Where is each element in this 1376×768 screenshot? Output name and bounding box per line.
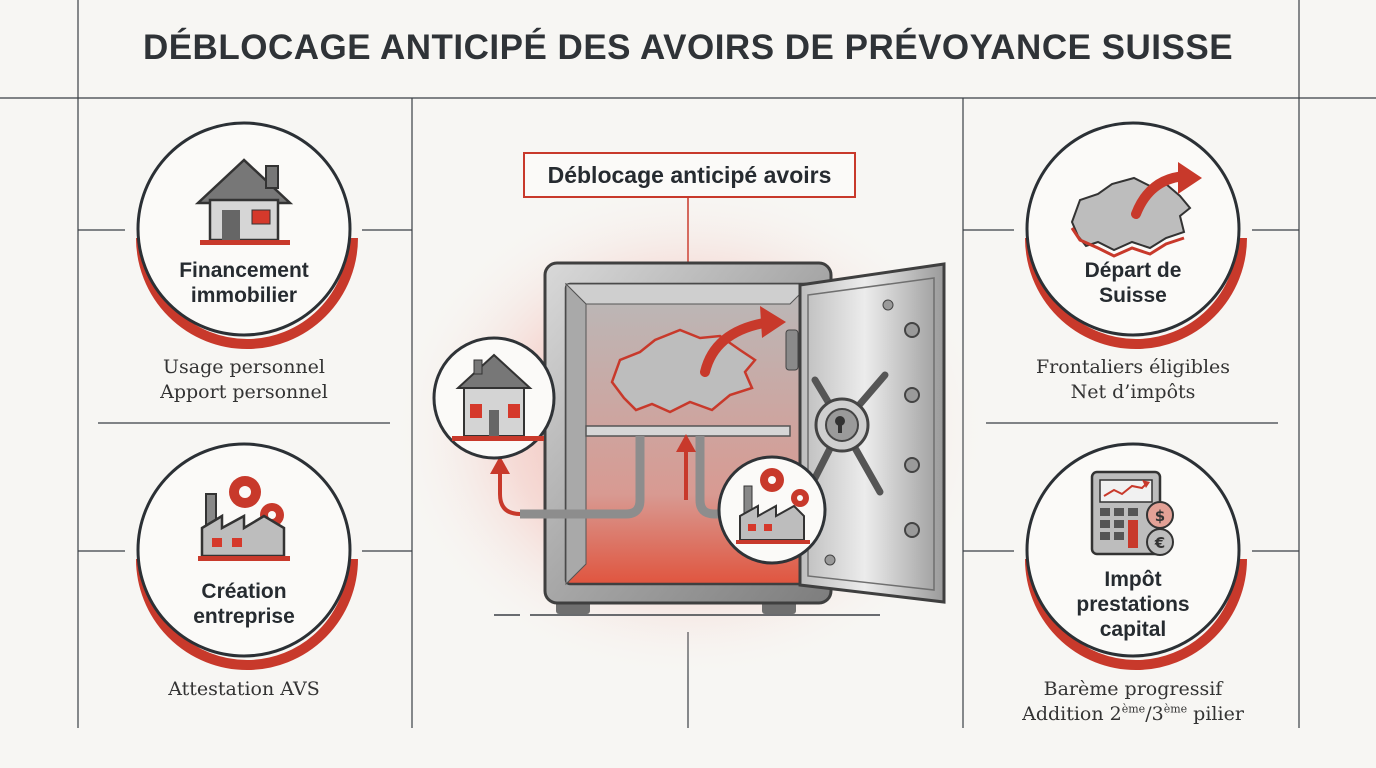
creation-title-line2: entreprise bbox=[193, 605, 295, 628]
impot-desc-suffix: pilier bbox=[1187, 703, 1244, 725]
depart-desc-line1: Frontaliers éligibles bbox=[1035, 356, 1231, 378]
page-title: DÉBLOCAGE ANTICIPÉ DES AVOIRS DE PRÉVOYA… bbox=[142, 28, 1234, 67]
impot-title-line1: Impôt bbox=[1104, 568, 1162, 591]
impot-title: Impôt prestations capital bbox=[1033, 567, 1233, 642]
creation-title-line1: Création bbox=[201, 580, 287, 603]
svg-text:€: € bbox=[1154, 534, 1165, 552]
depart-desc-line2: Net d’impôts bbox=[1070, 381, 1196, 403]
small-factory-icon bbox=[717, 455, 827, 565]
creation-desc: Attestation AVS bbox=[96, 677, 392, 702]
financement-desc-line1: Usage personnel bbox=[162, 356, 325, 378]
impot-desc: Barème progressif Addition 2ème/3ème pil… bbox=[985, 677, 1281, 727]
impot-desc-sup2: ème bbox=[1163, 702, 1188, 716]
financement-desc-line2: Apport personnel bbox=[160, 381, 328, 403]
depart-title-line2: Suisse bbox=[1099, 284, 1167, 307]
impot-desc-sup1: ème bbox=[1121, 702, 1146, 716]
house-icon bbox=[194, 158, 294, 245]
impot-desc-prefix: Addition 2 bbox=[1022, 703, 1122, 725]
impot-title-line3: capital bbox=[1099, 618, 1167, 641]
financement-desc: Usage personnel Apport personnel bbox=[96, 355, 392, 405]
depart-title: Départ de Suisse bbox=[1033, 258, 1233, 308]
impot-title-line2: prestations bbox=[1076, 593, 1190, 616]
creation-title: Création entreprise bbox=[144, 579, 344, 629]
small-house-icon bbox=[432, 336, 556, 460]
financement-title: Financement immobilier bbox=[144, 258, 344, 308]
factory-gears-icon bbox=[198, 476, 290, 561]
creation-desc-line1: Attestation AVS bbox=[168, 678, 320, 700]
safe-icon bbox=[490, 261, 946, 614]
switzerland-arrow-icon bbox=[1070, 162, 1202, 258]
impot-desc-slash: /3 bbox=[1145, 703, 1164, 725]
financement-title-line1: Financement bbox=[179, 259, 309, 282]
svg-text:$: $ bbox=[1155, 507, 1165, 525]
financement-title-line2: immobilier bbox=[190, 284, 298, 307]
depart-desc: Frontaliers éligibles Net d’impôts bbox=[985, 355, 1281, 405]
impot-desc-line1: Barème progressif bbox=[1043, 678, 1223, 700]
impot-desc-line2: Addition 2ème/3ème pilier bbox=[985, 702, 1281, 727]
calculator-currency-icon: $ € bbox=[1090, 470, 1174, 556]
depart-title-line1: Départ de bbox=[1084, 259, 1182, 282]
center-label: Déblocage anticipé avoirs bbox=[523, 152, 856, 198]
